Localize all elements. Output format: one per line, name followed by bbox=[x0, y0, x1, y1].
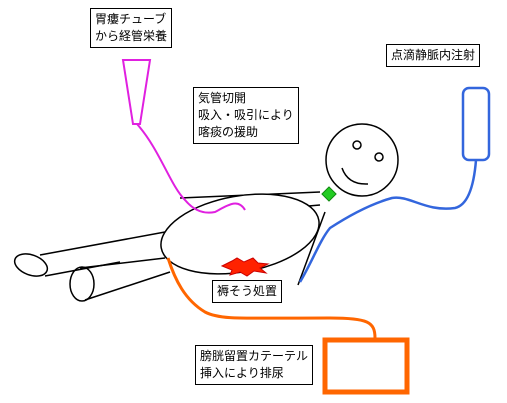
patient-eye bbox=[374, 152, 384, 162]
gastrostomy-funnel bbox=[121, 59, 152, 125]
patient-foot bbox=[13, 253, 49, 277]
urine-bag bbox=[322, 337, 410, 395]
label-line: 挿入により排尿 bbox=[200, 366, 284, 380]
iv-bag bbox=[461, 86, 491, 162]
label-line: 膀胱留置カテーテル bbox=[200, 349, 309, 363]
label-line: から経管栄養 bbox=[95, 29, 168, 43]
label-line: 喀痰の援助 bbox=[198, 125, 259, 139]
label-iv-drip: 点滴静脈内注射 bbox=[386, 44, 481, 67]
patient-leg bbox=[39, 231, 166, 277]
label-line: 褥そう処置 bbox=[217, 284, 278, 298]
label-catheter: 膀胱留置カテーテル 挿入により排尿 bbox=[195, 345, 314, 385]
label-gastrostomy: 胃瘻チューブ から経管栄養 bbox=[90, 8, 173, 48]
catheter-tube bbox=[166, 257, 377, 339]
label-line: 胃瘻チューブ bbox=[95, 12, 167, 26]
patient-leg bbox=[79, 257, 171, 301]
patient-eye bbox=[352, 140, 362, 150]
patient-mouth bbox=[341, 167, 369, 185]
bedsore-mark bbox=[220, 257, 270, 277]
patient-head bbox=[325, 123, 399, 197]
patient-arm bbox=[297, 211, 326, 286]
label-line: 気管切開 bbox=[198, 91, 247, 105]
label-line: 吸入・吸引により bbox=[198, 108, 294, 122]
label-bedsore: 褥そう処置 bbox=[212, 280, 283, 303]
iv-line bbox=[298, 159, 478, 283]
label-line: 点滴静脈内注射 bbox=[391, 48, 476, 62]
gastrostomy-tube bbox=[136, 123, 246, 214]
label-tracheotomy: 気管切開 吸入・吸引により 喀痰の援助 bbox=[193, 87, 299, 144]
patient-foot bbox=[69, 266, 95, 302]
tracheostomy-site bbox=[321, 186, 337, 202]
